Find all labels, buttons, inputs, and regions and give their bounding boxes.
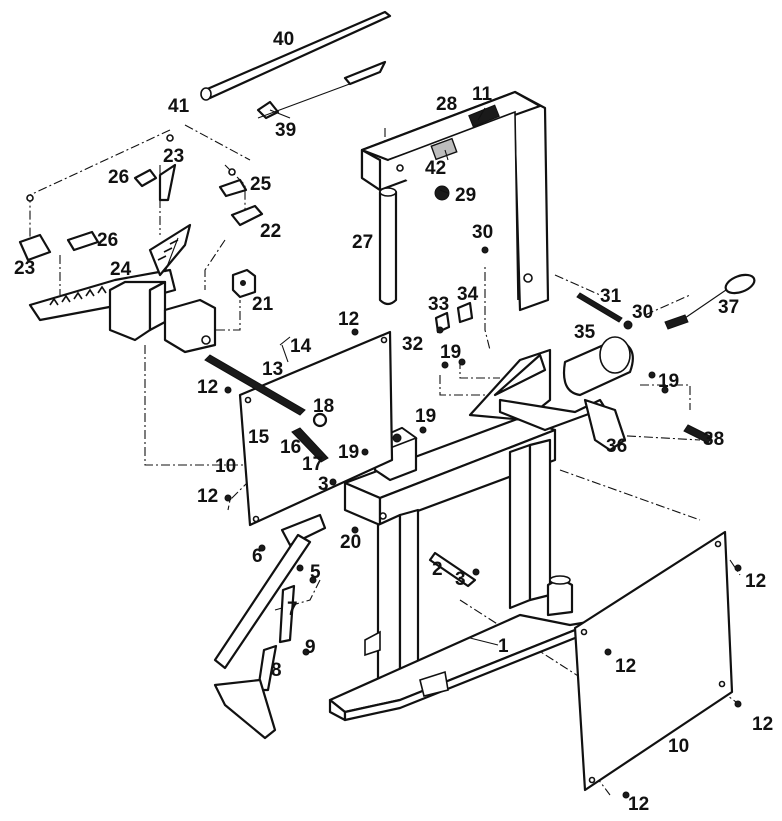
callout-14: 14 — [290, 336, 312, 357]
callout-27: 27 — [352, 232, 373, 253]
callout-2: 2 — [432, 559, 443, 580]
callout-42: 42 — [425, 158, 446, 179]
callout-10: 10 — [668, 736, 689, 757]
callout-15: 15 — [248, 427, 270, 448]
callout-28: 28 — [436, 94, 457, 115]
callout-12: 12 — [745, 571, 766, 592]
callout-23: 23 — [14, 258, 35, 279]
callout-21: 21 — [252, 294, 274, 315]
callout-17: 17 — [302, 454, 323, 475]
callout-6: 6 — [252, 546, 263, 567]
callout-31: 31 — [600, 286, 622, 307]
callout-13: 13 — [262, 359, 283, 380]
leader-lines — [164, 81, 499, 646]
callout-8: 8 — [271, 660, 282, 681]
callout-30: 30 — [632, 302, 653, 323]
callout-39: 39 — [275, 120, 296, 141]
callout-26: 26 — [108, 167, 129, 188]
callout-29: 29 — [455, 185, 476, 206]
left-head-assembly — [18, 134, 264, 354]
callout-30: 30 — [472, 222, 493, 243]
callout-12: 12 — [628, 794, 649, 815]
callout-35: 35 — [574, 322, 596, 343]
side-plates — [238, 330, 734, 792]
callout-7: 7 — [287, 599, 298, 620]
callout-24: 24 — [110, 259, 132, 280]
callout-37: 37 — [718, 297, 739, 318]
callout-10: 10 — [215, 456, 236, 477]
callout-5: 5 — [310, 562, 321, 583]
callout-12: 12 — [615, 656, 636, 677]
callout-19: 19 — [415, 406, 436, 427]
callout-12: 12 — [338, 309, 359, 330]
callout-38: 38 — [703, 429, 724, 450]
callout-9: 9 — [305, 637, 316, 658]
callout-20: 20 — [340, 532, 361, 553]
callout-11: 11 — [472, 84, 493, 105]
callout-41: 41 — [168, 96, 190, 117]
callout-23: 23 — [163, 146, 184, 167]
callout-1: 1 — [498, 636, 509, 657]
callout-19: 19 — [338, 442, 359, 463]
callout-22: 22 — [260, 221, 281, 242]
callout-12: 12 — [197, 486, 218, 507]
callout-19: 19 — [658, 371, 679, 392]
callout-25: 25 — [250, 174, 272, 195]
callout-26: 26 — [97, 230, 118, 251]
fasteners — [224, 246, 742, 799]
callout-labels: 40 41 39 28 11 42 29 23 26 25 22 27 30 2… — [14, 29, 773, 815]
callout-33: 33 — [428, 294, 449, 315]
callout-18: 18 — [313, 396, 334, 417]
callout-36: 36 — [606, 436, 627, 457]
callout-3: 3 — [455, 569, 466, 590]
callout-16: 16 — [280, 437, 301, 458]
callout-12: 12 — [752, 714, 773, 735]
callout-40: 40 — [273, 29, 294, 50]
top-bars — [200, 10, 392, 120]
callout-32: 32 — [402, 334, 423, 355]
callout-3: 3 — [318, 474, 329, 495]
rods-and-springs — [204, 273, 756, 740]
callout-12: 12 — [197, 377, 218, 398]
callout-34: 34 — [457, 284, 479, 305]
callout-19: 19 — [440, 342, 461, 363]
